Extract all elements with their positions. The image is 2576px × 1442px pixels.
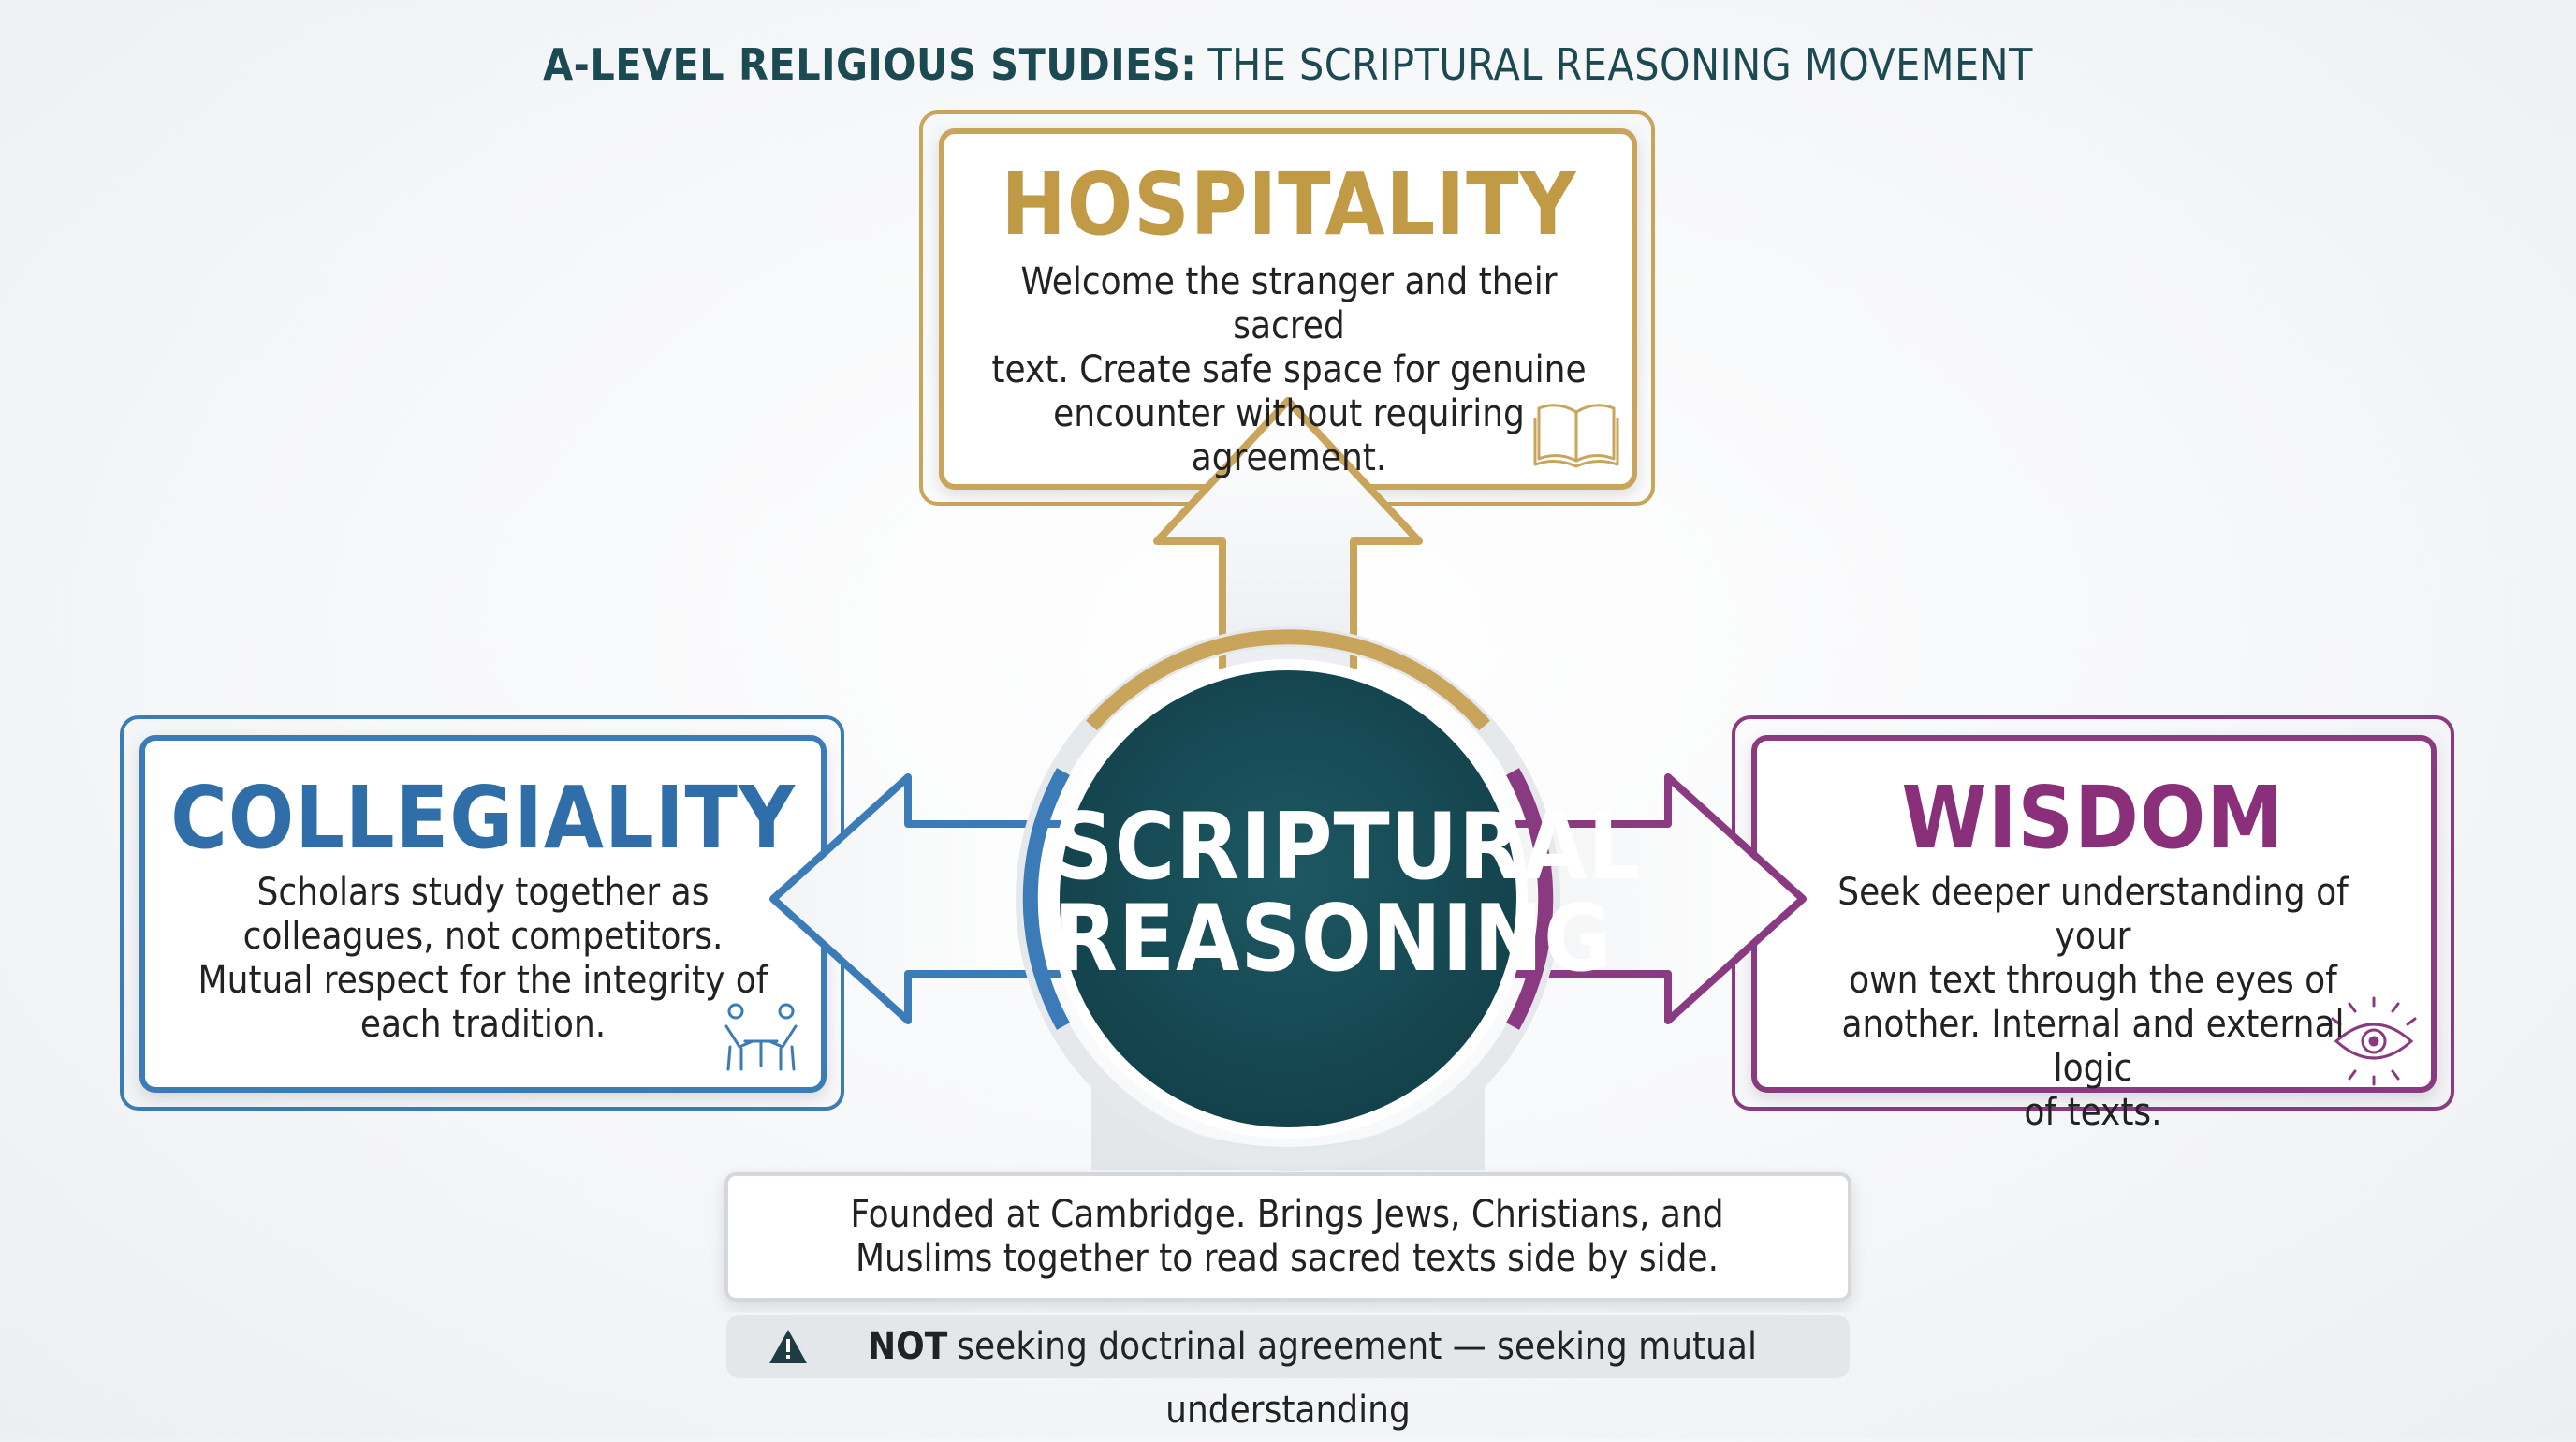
wisdom-description: Seek deeper understanding of your own te… — [1797, 871, 2389, 1135]
hospitality-description: Welcome the stranger and their sacred te… — [983, 260, 1595, 480]
collegiality-card-frame — [120, 715, 844, 1111]
title-rest: THE SCRIPTURAL REASONING MOVEMENT — [1208, 39, 2033, 90]
center-label-line2: REASONING — [1054, 886, 1613, 993]
eye-icon — [2331, 996, 2417, 1086]
collegiality-line: Scholars study together as — [256, 871, 710, 914]
wisdom-line: another. Internal and external logic — [1841, 1003, 2345, 1090]
warning-pill — [726, 1315, 1850, 1378]
warning-triangle-icon — [769, 1330, 807, 1363]
founded-line: Muslims together to read sacred texts si… — [855, 1237, 1720, 1280]
title-bold: A-LEVEL RELIGIOUS STUDIES: — [543, 39, 1197, 90]
open-book-icon — [1533, 404, 1619, 468]
wisdom-line: of texts. — [2024, 1091, 2162, 1134]
hospitality-heading: HOSPITALITY — [1001, 154, 1577, 255]
collegiality-heading: COLLEGIALITY — [170, 768, 796, 868]
wisdom-card: WISDOM Seek deeper understanding of your… — [1756, 738, 2430, 1134]
collegiality-line: colleagues, not competitors. — [242, 915, 724, 958]
collegiality-card: COLLEGIALITY Scholars study together as … — [144, 738, 822, 1090]
founded-box — [724, 1172, 1852, 1302]
collegiality-line: Mutual respect for the integrity of — [198, 959, 768, 1002]
warning-strong: NOT — [868, 1325, 948, 1368]
wisdom-line: own text through the eyes of — [1849, 959, 2337, 1002]
wisdom-heading: WISDOM — [1901, 768, 2285, 868]
center-label: SCRIPTURAL REASONING — [1054, 794, 1642, 993]
founded-note: Founded at Cambridge. Brings Jews, Chris… — [730, 1176, 1844, 1298]
collegiality-line: each tradition. — [359, 1003, 607, 1046]
hospitality-line: encounter without requiring agreement. — [1053, 392, 1525, 479]
collegiality-description: Scholars study together as colleagues, n… — [191, 871, 775, 1047]
warning-rest: seeking doctrinal agreement — seeking mu… — [957, 1325, 1757, 1432]
founded-line: Founded at Cambridge. Brings Jews, Chris… — [850, 1193, 1724, 1236]
page-title: A-LEVEL RELIGIOUS STUDIES:THE SCRIPTURAL… — [0, 39, 2576, 90]
center-circle — [1048, 659, 1528, 1139]
hospitality-card: HOSPITALITY Welcome the stranger and the… — [945, 131, 1632, 487]
hospitality-line: text. Create safe space for genuine — [991, 348, 1587, 391]
center-ring — [1016, 626, 1560, 1171]
people-at-table-icon — [724, 1003, 798, 1071]
hospitality-line: Welcome the stranger and their sacred — [1020, 260, 1558, 347]
wisdom-line: Seek deeper understanding of your — [1837, 871, 2349, 958]
center-label-line1: SCRIPTURAL — [1054, 794, 1642, 901]
